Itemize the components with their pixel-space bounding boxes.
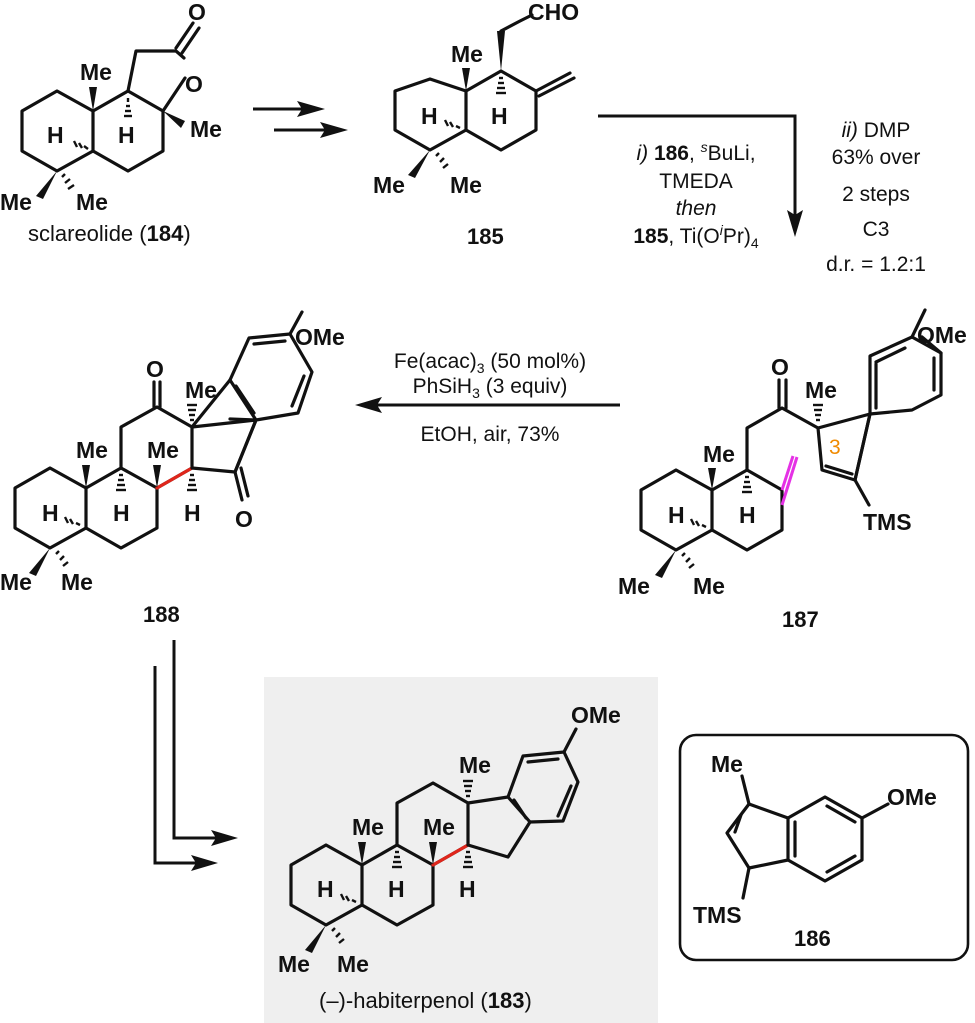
step-3-arrow	[355, 397, 620, 413]
atom-label: Me	[711, 751, 743, 777]
compound-187: O Me OMe TMS Me H H Me Me 3 187	[618, 308, 967, 632]
atom-label: Me	[703, 441, 735, 467]
atom-label: H	[668, 502, 685, 528]
atom-label: O	[188, 0, 206, 25]
compound-188: O O Me OMe Me Me H H H Me Me 188	[0, 310, 345, 627]
atom-label: Me	[423, 814, 455, 840]
atom-label: Me	[693, 573, 725, 599]
atom-label: H	[47, 122, 64, 148]
atom-label: OMe	[887, 784, 937, 810]
svg-text:185, Ti(OiPr)4: 185, Ti(OiPr)4	[633, 222, 759, 251]
compound-185: CHO Me H H Me Me 185	[373, 0, 579, 249]
svg-text:i) 186, sBuLi,: i) 186, sBuLi,	[636, 139, 755, 165]
atom-label: Me	[618, 573, 650, 599]
atom-label: CHO	[528, 0, 579, 25]
step-2-arrow	[598, 114, 803, 237]
atom-label: Me	[190, 116, 222, 142]
atom-label: H	[184, 500, 201, 526]
compound-label-187: 187	[782, 607, 819, 632]
reagent-186-box	[678, 733, 970, 962]
atom-label: O	[185, 71, 203, 97]
atom-label: Me	[147, 437, 179, 463]
svg-text:ii) DMP: ii) DMP	[842, 119, 911, 142]
atom-label: H	[317, 876, 334, 902]
compound-label-186: 186	[794, 926, 831, 951]
atom-label: Me	[278, 951, 310, 977]
svg-text:EtOH, air, 73%: EtOH, air, 73%	[421, 423, 560, 446]
atom-label: H	[739, 502, 756, 528]
atom-label: Me	[352, 814, 384, 840]
atom-label: Me	[459, 752, 491, 778]
atom-label: H	[118, 122, 135, 148]
compound-label-184: sclareolide (184)	[28, 221, 191, 246]
atom-label: Me	[451, 41, 483, 67]
multistep-arrows-2	[153, 640, 238, 871]
atom-label: Me	[76, 437, 108, 463]
atom-label: Me	[76, 189, 108, 215]
svg-text:PhSiH3 (3 equiv): PhSiH3 (3 equiv)	[413, 375, 568, 401]
atom-label: O	[235, 506, 253, 532]
atom-label: O	[771, 354, 789, 380]
atom-label: OMe	[295, 324, 345, 350]
atom-label: TMS	[863, 509, 912, 535]
atom-label: H	[491, 103, 508, 129]
svg-text:d.r. = 1.2:1: d.r. = 1.2:1	[826, 253, 926, 276]
atom-label: O	[146, 356, 164, 382]
atom-label: Me	[61, 569, 93, 595]
svg-text:C3: C3	[863, 218, 890, 241]
svg-text:2 steps: 2 steps	[842, 183, 910, 206]
atom-label: H	[113, 500, 130, 526]
step-2-conditions-right: ii) DMP 63% over 2 steps C3 d.r. = 1.2:1	[826, 119, 926, 276]
compound-sclareolide: O O Me Me H H Me Me sclareolide (184)	[0, 0, 222, 246]
atom-label: H	[421, 103, 438, 129]
atom-label: Me	[80, 59, 112, 85]
step-2-conditions-left: i) 186, sBuLi, TMEDA then 185, Ti(OiPr)4	[633, 139, 759, 251]
compound-habiterpenol: OMe Me Me Me H H H Me Me (–)-habiterpeno…	[278, 702, 621, 1013]
svg-text:TMEDA: TMEDA	[659, 170, 733, 193]
atom-label: Me	[0, 569, 32, 595]
atom-label: OMe	[917, 322, 967, 348]
atom-label: H	[42, 500, 59, 526]
atom-label: H	[459, 876, 476, 902]
compound-label-188: 188	[143, 602, 180, 627]
atom-label: Me	[337, 951, 369, 977]
atom-label: H	[388, 876, 405, 902]
compound-label-185: 185	[467, 224, 504, 249]
step-3-conditions: Fe(acac)3 (50 mol%) PhSiH3 (3 equiv) EtO…	[394, 350, 586, 446]
compound-186: Me OMe TMS 186	[693, 751, 937, 951]
c3-position-label: 3	[829, 436, 841, 459]
svg-text:Fe(acac)3 (50 mol%): Fe(acac)3 (50 mol%)	[394, 350, 586, 376]
svg-text:then: then	[676, 197, 717, 220]
atom-label: Me	[805, 377, 837, 403]
svg-text:63% over: 63% over	[832, 146, 921, 169]
atom-label: Me	[450, 172, 482, 198]
atom-label: TMS	[693, 902, 742, 928]
atom-label: Me	[373, 172, 405, 198]
atom-label: OMe	[571, 702, 621, 728]
atom-label: Me	[185, 377, 217, 403]
compound-label-183: (–)-habiterpenol (183)	[319, 988, 532, 1013]
multistep-arrows-1	[253, 101, 348, 138]
atom-label: Me	[0, 189, 32, 215]
